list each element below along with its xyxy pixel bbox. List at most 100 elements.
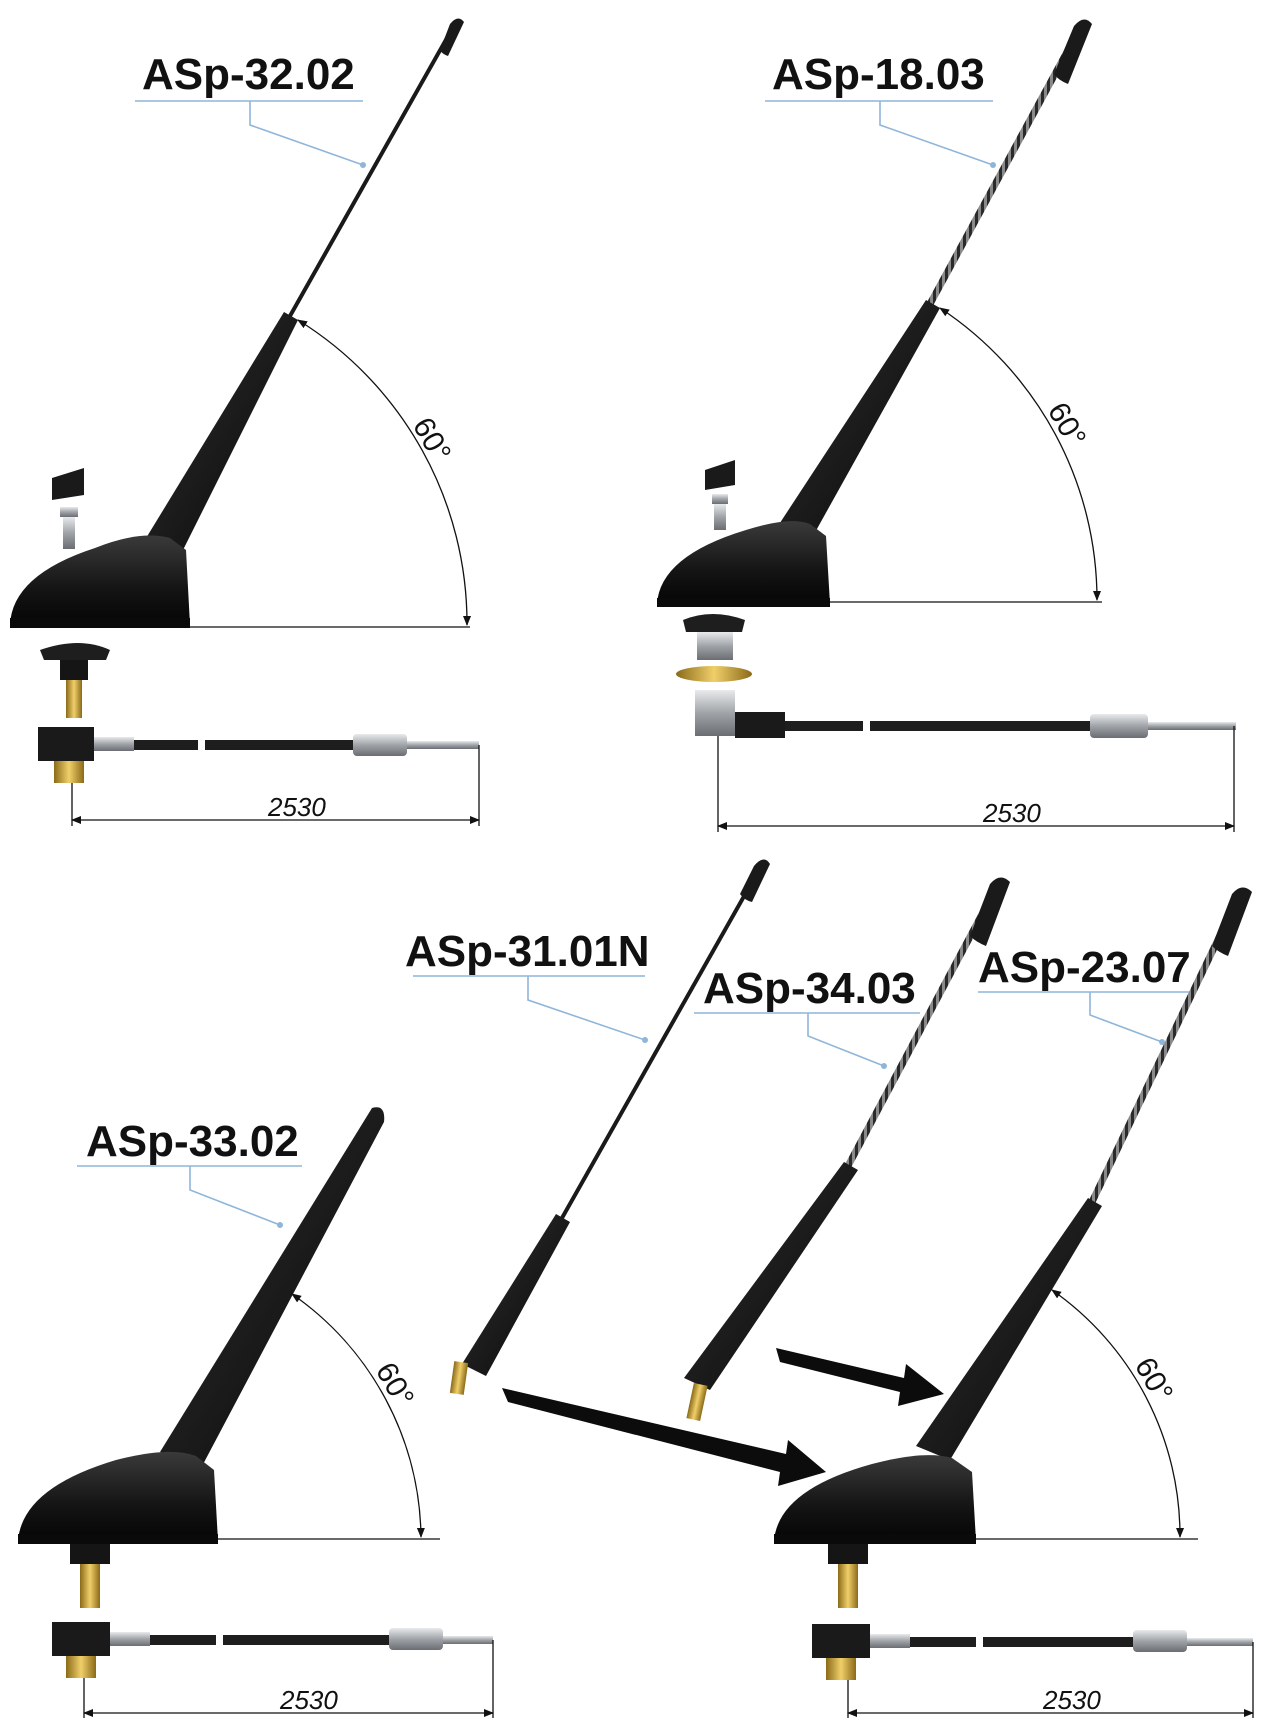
mount-collar: [70, 1544, 110, 1564]
label-asp-23-07: ASp-23.07: [978, 943, 1191, 992]
whip-rod: [560, 867, 762, 1219]
base-rim: [10, 618, 190, 628]
leader-line: [978, 991, 1196, 1043]
din-plug: [353, 734, 407, 756]
mount-thread: [66, 680, 82, 718]
mount-thread: [838, 1564, 858, 1608]
mast-body: [916, 1198, 1102, 1460]
mount-collar: [60, 660, 88, 680]
cable-seg-2: [870, 721, 1090, 731]
adapter-nut: [712, 494, 728, 504]
cable-clamp: [110, 1632, 150, 1646]
cable-seg-2: [223, 1635, 389, 1645]
connector-nut: [66, 1656, 96, 1678]
angle-arc: [939, 307, 1101, 601]
label-asp-34-03: ASp-34.03: [703, 964, 916, 1013]
base-rim: [18, 1534, 218, 1544]
antenna-asp-31-01n: ASp-31.01N: [405, 859, 770, 1395]
adapter-cap: [705, 460, 735, 490]
leader-line: [77, 1165, 302, 1226]
connector-block: [812, 1624, 870, 1658]
arrow-to-base-2: [776, 1348, 944, 1406]
cable-seg-1: [785, 721, 863, 731]
antenna-base: [18, 1451, 218, 1541]
shark-mast: [160, 1107, 385, 1470]
label-asp-18-03: ASp-18.03: [772, 50, 985, 99]
leader-dot: [881, 1063, 887, 1069]
antenna-asp-18-03: ASp-18.03 60° 2530: [657, 19, 1236, 832]
cable-length-label: 2530: [982, 798, 1041, 828]
antenna-asp-34-03: ASp-34.03: [684, 877, 1010, 1422]
leader-line: [413, 975, 646, 1041]
adapter-screw: [714, 504, 726, 530]
leader-line: [694, 1012, 920, 1067]
mast-body: [774, 300, 940, 545]
leader-line: [135, 100, 364, 166]
connector-block: [38, 727, 94, 761]
rod-thread: [449, 1361, 469, 1395]
angled-connector: [695, 690, 735, 736]
mast-body: [140, 312, 298, 560]
spring-whip: [1088, 896, 1242, 1204]
adapter-screw: [63, 517, 75, 549]
antenna-base: [10, 535, 190, 625]
connector-housing: [735, 712, 785, 738]
din-pin: [1148, 722, 1236, 730]
adapter-cap: [52, 468, 84, 500]
cable-length-label: 2530: [267, 792, 326, 822]
cable-length-label: 2530: [1042, 1685, 1101, 1715]
din-plug: [389, 1628, 443, 1650]
whip-tip: [1054, 19, 1092, 84]
antenna-base: [774, 1455, 976, 1541]
cable-seg-1: [150, 1635, 216, 1645]
antenna-base: [657, 521, 830, 604]
adapter-nut: [60, 507, 78, 517]
angle-arc: [297, 319, 472, 626]
mount-washer: [676, 666, 752, 682]
cable-seg-2: [983, 1637, 1133, 1647]
leader-line: [765, 100, 994, 166]
whip-tip: [1212, 887, 1252, 956]
leader-dot: [360, 162, 366, 168]
rod-body: [684, 1162, 858, 1390]
mount-collar: [828, 1544, 868, 1564]
leader-dot: [990, 162, 996, 168]
mount-cap: [40, 643, 110, 660]
cable-seg-2: [205, 740, 353, 750]
cable-seg-1: [910, 1637, 976, 1647]
label-asp-32-02: ASp-32.02: [142, 50, 355, 99]
din-plug: [1133, 1630, 1187, 1652]
leader-dot: [277, 1222, 283, 1228]
din-plug: [1090, 714, 1148, 738]
din-pin: [407, 741, 479, 749]
rod-thread: [686, 1382, 708, 1422]
cable-length-label: 2530: [279, 1685, 338, 1715]
angle-arc: [291, 1293, 425, 1538]
angle-arc: [1051, 1289, 1185, 1538]
antenna-asp-33-02: ASp-33.02 60° 2530: [18, 1107, 494, 1718]
antenna-asp-32-02: ASp-32.02 60° 2530: [10, 18, 480, 826]
whip-tip: [740, 859, 770, 902]
mount-cap: [683, 614, 745, 632]
arrow-to-base-1: [502, 1388, 826, 1486]
rod-body: [462, 1214, 570, 1376]
angle-label: 60°: [1128, 1352, 1179, 1408]
din-pin: [443, 1636, 493, 1644]
cable-seg-1: [134, 740, 198, 750]
din-pin: [1187, 1638, 1253, 1646]
angle-label: 60°: [1041, 397, 1092, 453]
label-asp-33-02: ASp-33.02: [86, 1117, 299, 1166]
mount-body: [697, 632, 733, 660]
label-asp-31-01n: ASp-31.01N: [405, 927, 650, 976]
cable-clamp: [870, 1634, 910, 1648]
angle-label: 60°: [369, 1357, 420, 1413]
connector-nut: [54, 761, 84, 783]
connector-block: [52, 1622, 110, 1656]
whip-tip: [970, 877, 1010, 946]
angle-label: 60°: [406, 412, 457, 468]
cable-clamp: [94, 737, 134, 751]
whip-rod: [288, 21, 458, 317]
base-rim: [657, 598, 830, 607]
whip-tip: [440, 18, 464, 57]
